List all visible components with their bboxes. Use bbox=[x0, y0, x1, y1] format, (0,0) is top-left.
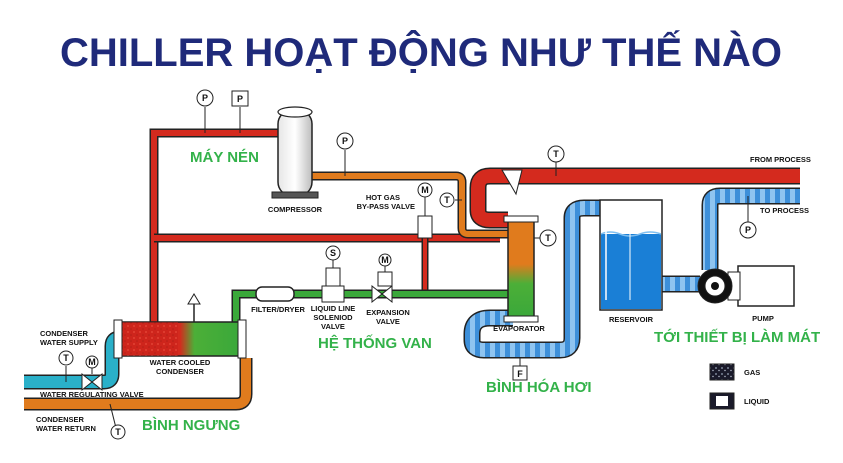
solenoid-valve: S bbox=[321, 245, 345, 303]
temperature-gauge-3: T bbox=[439, 192, 462, 208]
strainer-icon bbox=[501, 169, 523, 196]
to-process-label: TO PROCESS bbox=[760, 206, 809, 215]
compressor-label: COMPRESSOR bbox=[268, 205, 323, 214]
temperature-gauge-5: T bbox=[109, 403, 126, 440]
pressure-icon: P bbox=[745, 225, 751, 235]
label-evaporator-vn: BÌNH HÓA HƠI bbox=[486, 378, 592, 396]
reservoir-label: RESERVOIR bbox=[609, 315, 654, 324]
discharge-line bbox=[312, 171, 508, 239]
filter-dryer bbox=[255, 286, 295, 302]
temperature-icon: T bbox=[444, 195, 450, 205]
pressure-icon: P bbox=[237, 94, 243, 104]
label-valves-vn: HỆ THỐNG VAN bbox=[318, 334, 432, 352]
cond-supply-label-1: CONDENSER bbox=[40, 329, 89, 338]
pressure-gauge-1: P bbox=[196, 89, 214, 133]
temperature-icon: T bbox=[553, 149, 559, 159]
solenoid-icon: S bbox=[330, 248, 336, 258]
water-cooled-condenser bbox=[113, 319, 247, 359]
temperature-icon: T bbox=[115, 427, 121, 437]
temperature-gauge-1: T bbox=[547, 145, 565, 176]
water-reg-label: WATER REGULATING VALVE bbox=[40, 390, 144, 399]
hot-gas-line bbox=[149, 128, 500, 322]
temperature-icon: T bbox=[63, 353, 69, 363]
label-compressor-vn: MÁY NÉN bbox=[190, 149, 259, 166]
condenser-label-line1: WATER COOLED bbox=[150, 358, 211, 367]
water-regulating-valve: M bbox=[81, 355, 103, 392]
compressor bbox=[271, 106, 319, 199]
from-process-label: FROM PROCESS bbox=[750, 155, 811, 164]
label-to-equipment-vn: TỚI THIẾT BỊ LÀM MÁT bbox=[654, 328, 820, 346]
temperature-icon: T bbox=[545, 233, 551, 243]
hot-gas-label-2: BY-PASS VALVE bbox=[357, 202, 415, 211]
liquid-line bbox=[231, 289, 508, 325]
temperature-gauge-2: T bbox=[534, 229, 557, 247]
pressure-gauge-4: P bbox=[739, 196, 757, 239]
cond-supply-label-2: WATER SUPPLY bbox=[40, 338, 98, 347]
chilled-water-line bbox=[463, 187, 800, 359]
pressure-gauge-3: P bbox=[336, 132, 354, 176]
temperature-gauge-4: T bbox=[58, 350, 74, 382]
solenoid-label-1: LIQUID LINE bbox=[311, 304, 356, 313]
solenoid-label-2: SOLENIOD bbox=[313, 313, 353, 322]
legend-liquid-label: LIQUID bbox=[744, 397, 770, 406]
legend-gas-label: GAS bbox=[744, 368, 760, 377]
flow-switch: F bbox=[512, 357, 528, 381]
flow-icon: F bbox=[517, 369, 523, 379]
evaporator-label: EVAPORATOR bbox=[493, 324, 545, 333]
legend-gas-swatch bbox=[709, 363, 735, 381]
pressure-gauge-2: P bbox=[231, 90, 249, 133]
label-condenser-vn: BÌNH NGƯNG bbox=[142, 417, 240, 434]
motor-icon-regulating: M bbox=[88, 357, 96, 367]
pressure-icon: P bbox=[342, 136, 348, 146]
expansion-label-1: EXPANSION bbox=[366, 308, 410, 317]
page-title: CHILLER HOẠT ĐỘNG NHƯ THẾ NÀO bbox=[60, 29, 782, 75]
filter-label: FILTER/DRYER bbox=[251, 305, 305, 314]
cond-return-label-2: WATER RETURN bbox=[36, 424, 96, 433]
expansion-label-2: VALVE bbox=[376, 317, 400, 326]
hot-gas-label-1: HOT GAS bbox=[366, 193, 400, 202]
solenoid-label-3: VALVE bbox=[321, 322, 345, 331]
pump-label: PUMP bbox=[752, 314, 774, 323]
relief-valve-icon bbox=[187, 293, 201, 322]
legend: GAS LIQUID bbox=[709, 363, 770, 410]
motor-icon-expansion: M bbox=[381, 255, 389, 265]
from-process-line bbox=[469, 167, 800, 229]
condenser-label-line2: CONDENSER bbox=[156, 367, 205, 376]
motor-icon-bypass: M bbox=[421, 185, 429, 195]
pressure-icon: P bbox=[202, 93, 208, 103]
hot-gas-bypass-valve: M bbox=[417, 182, 433, 239]
expansion-valve: M bbox=[371, 253, 393, 304]
reservoir bbox=[599, 199, 663, 311]
evaporator bbox=[503, 215, 539, 323]
pump bbox=[697, 265, 795, 307]
cond-return-label-1: CONDENSER bbox=[36, 415, 85, 424]
